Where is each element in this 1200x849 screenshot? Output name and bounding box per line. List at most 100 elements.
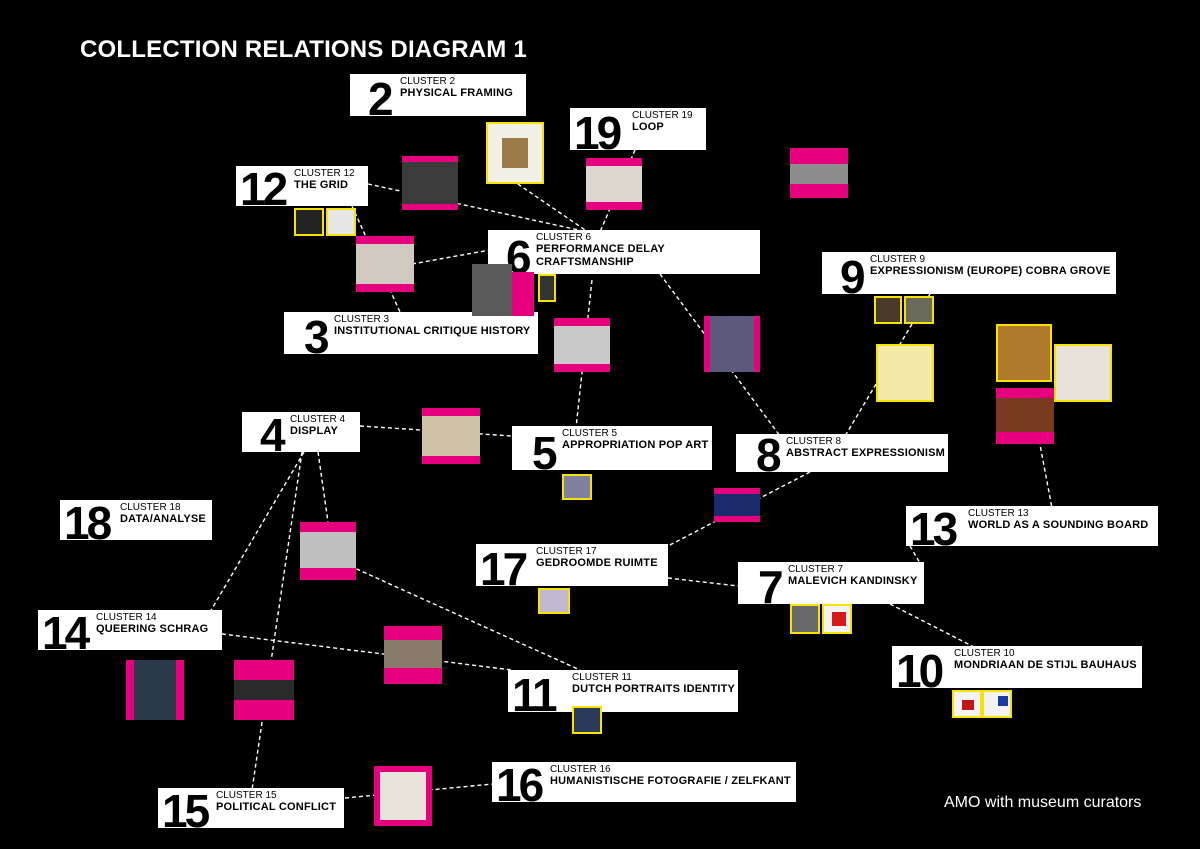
cluster-name: THE GRID bbox=[294, 179, 349, 191]
artwork-thumbnail bbox=[996, 388, 1054, 444]
link-9-13 bbox=[1029, 391, 1053, 509]
cluster-name: MONDRIAAN DE STIJL BAUHAUS bbox=[954, 659, 1137, 671]
artwork-thumbnail bbox=[996, 324, 1052, 382]
cluster-4[interactable]: 4 CLUSTER 4 DISPLAY bbox=[242, 412, 360, 452]
cluster-label: CLUSTER 10 bbox=[954, 648, 1015, 659]
artwork-thumbnail bbox=[402, 156, 458, 210]
cluster-label: CLUSTER 14 bbox=[96, 612, 157, 623]
artwork-thumbnail bbox=[300, 522, 356, 580]
artwork-thumbnail bbox=[234, 660, 294, 720]
cluster-name: WORLD AS A SOUNDING BOARD bbox=[968, 519, 1149, 531]
cluster-label: CLUSTER 11 bbox=[572, 672, 632, 683]
cluster-label: CLUSTER 3 bbox=[334, 314, 390, 325]
link-17-7 bbox=[667, 577, 739, 587]
cluster-16[interactable]: 16 CLUSTER 16 HUMANISTISCHE FOTOGRAFIE /… bbox=[492, 762, 796, 802]
cluster-12[interactable]: 12 CLUSTER 12 THE GRID bbox=[236, 166, 368, 206]
cluster-13[interactable]: 13 CLUSTER 13 WORLD AS A SOUNDING BOARD bbox=[906, 506, 1158, 546]
cluster-label: CLUSTER 4 bbox=[290, 414, 346, 425]
cluster-name: DUTCH PORTRAITS IDENTITY bbox=[572, 683, 736, 695]
cluster-8[interactable]: 8 CLUSTER 8 ABSTRACT EXPRESSIONISM bbox=[736, 434, 948, 472]
artwork-thumbnail bbox=[982, 690, 1012, 718]
artwork-thumbnail bbox=[874, 296, 902, 324]
cluster-label: CLUSTER 2 bbox=[400, 76, 456, 87]
link-4-5 bbox=[359, 425, 513, 437]
cluster-number: 4 bbox=[260, 412, 286, 452]
artwork-thumbnail bbox=[356, 236, 414, 292]
cluster-name-line-2: CRAFTSMANSHIP bbox=[536, 256, 634, 268]
cluster-name: ABSTRACT EXPRESSIONISM bbox=[786, 447, 946, 459]
cluster-14[interactable]: 14 CLUSTER 14 QUEERING SCHRAG bbox=[38, 610, 222, 650]
artwork-thumbnail bbox=[562, 474, 592, 500]
cluster-number: 9 bbox=[840, 252, 866, 294]
cluster-name: EXPRESSIONISM (EUROPE) COBRA GROVE bbox=[870, 265, 1111, 277]
artwork-thumbnail bbox=[294, 208, 324, 236]
cluster-name: PHYSICAL FRAMING bbox=[400, 87, 514, 99]
artwork-thumbnail bbox=[554, 318, 610, 372]
cluster-name: LOOP bbox=[632, 121, 664, 133]
link-2-6 bbox=[511, 179, 589, 233]
link-15-16 bbox=[344, 783, 494, 799]
artwork-thumbnail bbox=[572, 706, 602, 734]
cluster-2[interactable]: 2 CLUSTER 2 PHYSICAL FRAMING bbox=[350, 74, 526, 116]
cluster-label: CLUSTER 7 bbox=[788, 564, 844, 575]
cluster-number: 8 bbox=[756, 434, 782, 472]
artwork-thumbnail bbox=[952, 690, 982, 718]
cluster-11[interactable]: 11 CLUSTER 11 DUTCH PORTRAITS IDENTITY bbox=[508, 670, 738, 712]
cluster-label: CLUSTER 9 bbox=[870, 254, 926, 265]
cluster-name: QUEERING SCHRAG bbox=[96, 623, 209, 635]
cluster-19[interactable]: 19 CLUSTER 19 LOOP bbox=[570, 108, 706, 150]
cluster-9[interactable]: 9 CLUSTER 9 EXPRESSIONISM (EUROPE) COBRA… bbox=[822, 252, 1116, 294]
artwork-thumbnail bbox=[126, 660, 184, 720]
artwork-thumbnail bbox=[422, 408, 480, 464]
link-grid-6 bbox=[411, 249, 491, 265]
artwork-thumbnail bbox=[704, 316, 760, 372]
cluster-label: CLUSTER 8 bbox=[786, 436, 842, 447]
cluster-number: 14 bbox=[42, 610, 90, 650]
cluster-18[interactable]: 18 CLUSTER 18 DATA/ANALYSE bbox=[60, 500, 212, 540]
cluster-label: CLUSTER 5 bbox=[562, 428, 618, 439]
artwork-thumbnail bbox=[1054, 344, 1112, 402]
cluster-5[interactable]: 5 CLUSTER 5 APPROPRIATION POP ART bbox=[512, 426, 712, 470]
artwork-thumbnail bbox=[790, 148, 848, 198]
cluster-3[interactable]: 3 CLUSTER 3 INSTITUTIONAL CRITIQUE HISTO… bbox=[284, 312, 538, 354]
cluster-name: INSTITUTIONAL CRITIQUE HISTORY bbox=[334, 325, 531, 337]
cluster-number: 18 bbox=[64, 500, 112, 540]
cluster-number: 15 bbox=[162, 788, 210, 828]
cluster-number: 10 bbox=[896, 646, 944, 688]
cluster-7[interactable]: 7 CLUSTER 7 MALEVICH KANDINSKY bbox=[738, 562, 924, 604]
cluster-number: 13 bbox=[910, 506, 958, 546]
link-7-10 bbox=[889, 603, 977, 649]
cluster-label: CLUSTER 13 bbox=[968, 508, 1029, 519]
artwork-thumbnail bbox=[538, 274, 556, 302]
cluster-name: DATA/ANALYSE bbox=[120, 513, 206, 525]
artwork-thumbnail bbox=[384, 626, 442, 684]
cluster-number: 5 bbox=[532, 427, 558, 470]
artwork-thumbnail bbox=[822, 604, 852, 634]
cluster-number: 3 bbox=[304, 312, 330, 354]
cluster-label: CLUSTER 12 bbox=[294, 168, 355, 179]
credit-line: AMO with museum curators bbox=[944, 794, 1142, 811]
cluster-number: 17 bbox=[480, 544, 528, 586]
cluster-name: GEDROOMDE RUIMTE bbox=[536, 557, 658, 569]
cluster-17[interactable]: 17 CLUSTER 17 GEDROOMDE RUIMTE bbox=[476, 544, 668, 586]
cluster-name: POLITICAL CONFLICT bbox=[216, 801, 337, 813]
artwork-thumbnail bbox=[904, 296, 934, 324]
cluster-label: CLUSTER 19 bbox=[632, 110, 693, 121]
page-title: COLLECTION RELATIONS DIAGRAM 1 bbox=[80, 36, 527, 63]
artwork-thumbnail bbox=[512, 272, 534, 316]
link-6-5 bbox=[575, 279, 593, 429]
cluster-number: 16 bbox=[496, 762, 544, 802]
cluster-15[interactable]: 15 CLUSTER 15 POLITICAL CONFLICT bbox=[158, 788, 344, 828]
cluster-label: CLUSTER 15 bbox=[216, 790, 277, 801]
link-4-14 bbox=[209, 451, 305, 613]
link-4-thumb bbox=[317, 451, 329, 523]
cluster-label: CLUSTER 17 bbox=[536, 546, 597, 557]
cluster-10[interactable]: 10 CLUSTER 10 MONDRIAAN DE STIJL BAUHAUS bbox=[892, 646, 1142, 688]
cluster-number: 2 bbox=[368, 74, 394, 116]
cluster-name: DISPLAY bbox=[290, 425, 339, 437]
cluster-6[interactable]: 6 CLUSTER 6 PERFORMANCE DELAY CRAFTSMANS… bbox=[488, 230, 760, 274]
artwork-thumbnail bbox=[374, 766, 432, 826]
cluster-number: 7 bbox=[758, 562, 784, 604]
